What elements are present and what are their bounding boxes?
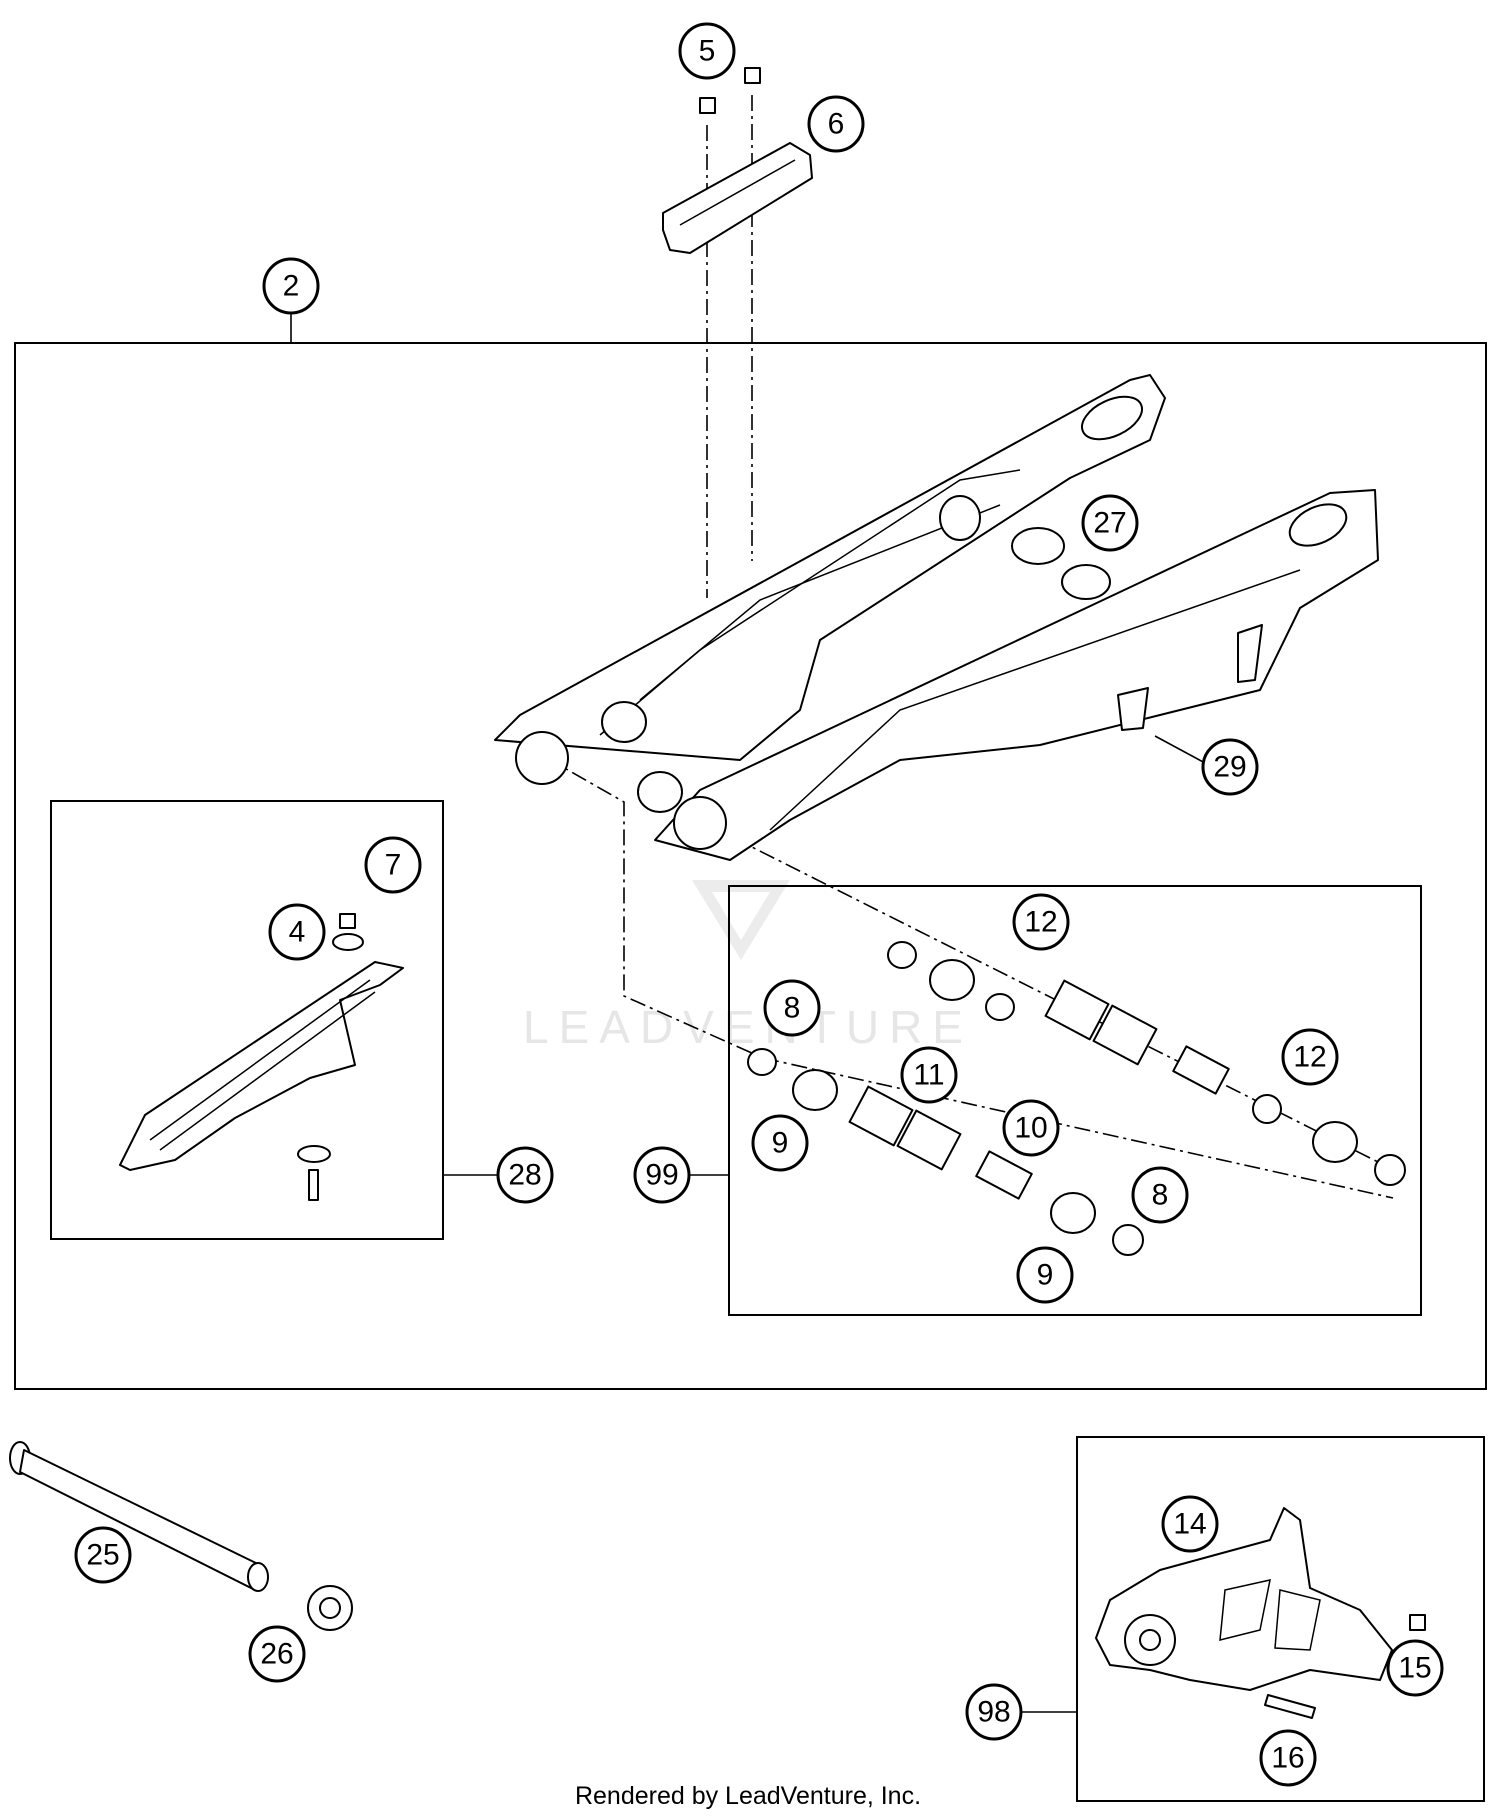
callout-6: 6 xyxy=(807,95,865,153)
chain-slider-kit-box xyxy=(50,800,444,1240)
callout-12-upper: 12 xyxy=(1012,893,1070,951)
callout-5: 5 xyxy=(678,22,736,80)
callout-9-lower: 9 xyxy=(1016,1246,1074,1304)
callout-99: 99 xyxy=(633,1146,691,1204)
callouts: 2 4 5 6 7 8 8 9 xyxy=(74,22,1444,1787)
callout-16: 16 xyxy=(1259,1729,1317,1787)
svg-text:11: 11 xyxy=(913,1059,944,1092)
callout-12-lower: 12 xyxy=(1281,1028,1339,1086)
svg-text:12: 12 xyxy=(1293,1041,1326,1074)
screw-15 xyxy=(1409,1614,1426,1631)
callout-8-lower: 8 xyxy=(1131,1166,1189,1224)
bolt-5b xyxy=(744,67,761,84)
callout-25: 25 xyxy=(74,1526,132,1584)
svg-text:7: 7 xyxy=(385,849,402,882)
bearing-parts xyxy=(747,941,1406,1256)
svg-text:10: 10 xyxy=(1014,1112,1047,1145)
svg-text:14: 14 xyxy=(1173,1508,1206,1541)
callout-8-upper: 8 xyxy=(763,979,821,1037)
svg-text:5: 5 xyxy=(699,35,716,68)
svg-text:28: 28 xyxy=(508,1159,541,1192)
svg-text:8: 8 xyxy=(1152,1179,1169,1212)
screw-7 xyxy=(339,913,356,929)
callout-2: 2 xyxy=(262,257,320,315)
svg-text:29: 29 xyxy=(1213,751,1246,784)
callout-15: 15 xyxy=(1386,1639,1444,1697)
svg-text:8: 8 xyxy=(784,992,801,1025)
callout-29: 29 xyxy=(1201,738,1259,796)
bolt-16 xyxy=(1264,1694,1316,1719)
svg-text:15: 15 xyxy=(1398,1652,1431,1685)
callout-10: 10 xyxy=(1002,1099,1060,1157)
callout-7: 7 xyxy=(364,836,422,894)
svg-text:6: 6 xyxy=(828,108,845,141)
callout-28: 28 xyxy=(496,1146,554,1204)
callout-27: 27 xyxy=(1081,494,1139,552)
svg-text:98: 98 xyxy=(977,1696,1010,1729)
chain-guard-part xyxy=(662,142,813,254)
callout-9-upper: 9 xyxy=(751,1114,809,1172)
callout-4: 4 xyxy=(268,903,326,961)
callout-14: 14 xyxy=(1161,1495,1219,1553)
svg-text:9: 9 xyxy=(772,1127,789,1160)
svg-text:12: 12 xyxy=(1024,906,1057,939)
watermark: LEADVENTURE xyxy=(523,880,973,1053)
svg-text:27: 27 xyxy=(1093,507,1126,540)
swingarm-axle xyxy=(9,1441,353,1631)
bolt-5a xyxy=(699,97,716,114)
leader-lines xyxy=(290,313,1206,1713)
svg-text:2: 2 xyxy=(283,270,300,303)
callout-26: 26 xyxy=(248,1625,306,1683)
footer-credit: Rendered by LeadVenture, Inc. xyxy=(575,1782,921,1810)
callout-11: 11 xyxy=(900,1046,958,1104)
swingarm-assembly-box xyxy=(14,342,1487,1390)
svg-text:99: 99 xyxy=(645,1159,678,1192)
svg-text:9: 9 xyxy=(1037,1259,1054,1292)
svg-text:4: 4 xyxy=(289,916,306,949)
top-chain-guard xyxy=(662,67,813,254)
svg-text:26: 26 xyxy=(260,1638,293,1671)
watermark-text: LEADVENTURE xyxy=(523,1001,973,1053)
svg-text:25: 25 xyxy=(86,1539,119,1572)
svg-text:16: 16 xyxy=(1271,1742,1304,1775)
washer-4 xyxy=(332,933,364,951)
bearing-kit-box xyxy=(728,885,1422,1316)
chain-slider xyxy=(119,913,404,1201)
chain-guide-kit-box xyxy=(1076,1436,1485,1802)
chain-guide xyxy=(1095,1507,1426,1719)
callout-98: 98 xyxy=(965,1683,1023,1741)
swingarm xyxy=(494,374,1379,861)
